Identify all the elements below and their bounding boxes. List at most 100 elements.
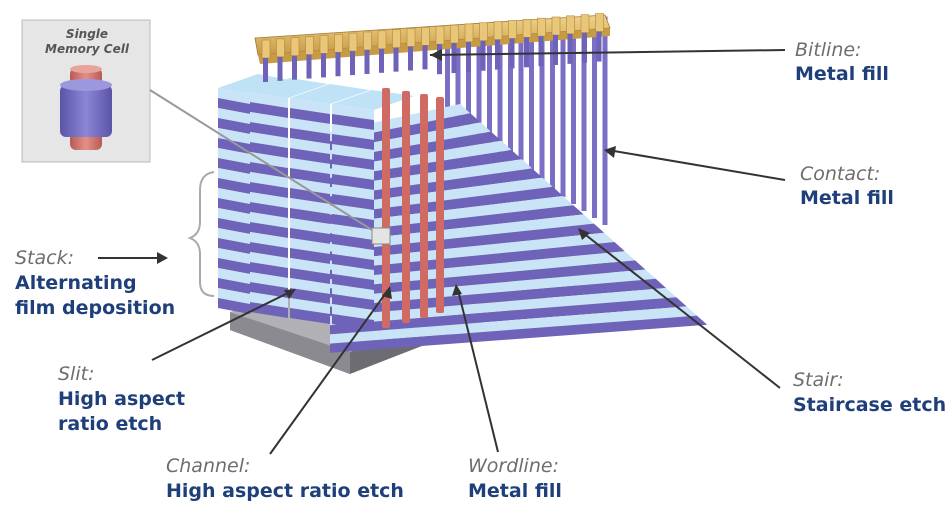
block-layer [332,204,374,220]
block-layer [218,228,250,244]
bitline-tooth [595,13,604,32]
contact-pillar [571,19,576,205]
stack-title: Stack: [15,247,74,269]
bitline-tooth [566,15,575,35]
bitline-tooth [435,25,445,45]
block-layer [290,108,330,124]
block-layer [290,178,330,194]
bitline-via [306,54,312,79]
bitline-tooth [537,17,546,37]
block-layer [332,154,374,170]
contact-pillar [497,25,503,155]
bitline-tooth [377,30,387,50]
block-layer [250,212,288,228]
block-layer [332,304,374,320]
contact-pillar [518,23,524,170]
stair-layer [330,214,594,252]
block-layer [290,208,330,224]
block-top [250,78,328,98]
block-layer [250,132,288,148]
block-layer [218,128,250,144]
block-layer [332,264,374,280]
block-layer [250,232,288,248]
bitline-via [379,48,384,73]
bitline-tooth [580,14,590,33]
block-layer [218,198,250,214]
block-top [332,90,414,110]
block-layer [250,142,288,158]
block-layer [218,108,250,124]
bitline-tooth [319,35,329,54]
labels: Bitline: Metal fill Contact: Metal fill … [15,39,946,502]
bitline-via [335,52,341,77]
bitline-tooth [305,36,314,55]
stack-block [218,74,290,314]
stair-layer [330,223,605,261]
bitline-tooth [276,38,285,58]
contact-pillars [445,16,608,225]
channel-title: Channel: [166,455,250,477]
bitline-via [567,33,573,64]
bitline-tooth [464,23,474,43]
block-layer [218,118,250,134]
block-layer [218,98,250,114]
channel-pillar [420,94,428,318]
contact-pillar [529,22,534,176]
contact-pillar [508,24,513,162]
stair-layer [330,297,687,335]
block-layer [332,244,374,260]
block-layer [218,288,250,304]
wordline-desc: Metal fill [468,480,562,502]
block-layer [290,198,330,214]
block-layer [332,134,374,150]
block-layer [290,138,330,154]
block-layer [250,252,288,268]
block-layer [250,92,288,108]
bitline-tooth [493,21,503,40]
stair-layer [330,315,708,353]
bitline-via [393,47,399,72]
contact-pillar [455,29,461,128]
cell-body [60,85,112,137]
block-layer [250,272,288,288]
bitline-via [582,32,587,63]
block-layer [332,184,374,200]
stack-blocks [218,74,414,330]
stair-layer [330,232,615,270]
block-layer [290,268,330,284]
bitline-via [480,40,486,71]
bitline-tooth [363,31,372,51]
block-layer [290,228,330,244]
bitline-via [524,37,529,68]
block-layer [332,114,374,130]
stack-desc-1: Alternating [15,272,137,294]
stair-layer [330,269,656,307]
bitline-via [553,35,558,65]
block-layer [250,262,288,278]
block-layer [218,238,250,254]
channel-pillar [436,97,444,313]
block-layer [290,148,330,164]
block-layer [250,242,288,258]
inset-title-line-2: Memory Cell [45,42,129,56]
arrow-heads [157,49,616,299]
memory-cell-marker [371,227,391,245]
block-layer [332,254,374,270]
block-layer [218,278,250,294]
block-layer [218,188,250,204]
block-layer [332,214,374,230]
block-layer [332,314,374,330]
slit-title: Slit: [58,363,94,385]
slit-desc-1: High aspect [58,388,185,410]
block-layer [218,158,250,174]
block-layer [332,194,374,210]
inset-title: Single Memory Cell [24,27,150,57]
bitline-via [364,49,370,74]
bitline-via [466,41,471,72]
contact-pillar [466,28,471,135]
block-layer [290,168,330,184]
channel-pillars [382,88,444,328]
bitline-bar [254,13,611,82]
stair-layer [330,306,697,344]
stack-desc-2: film deposition [15,297,175,319]
